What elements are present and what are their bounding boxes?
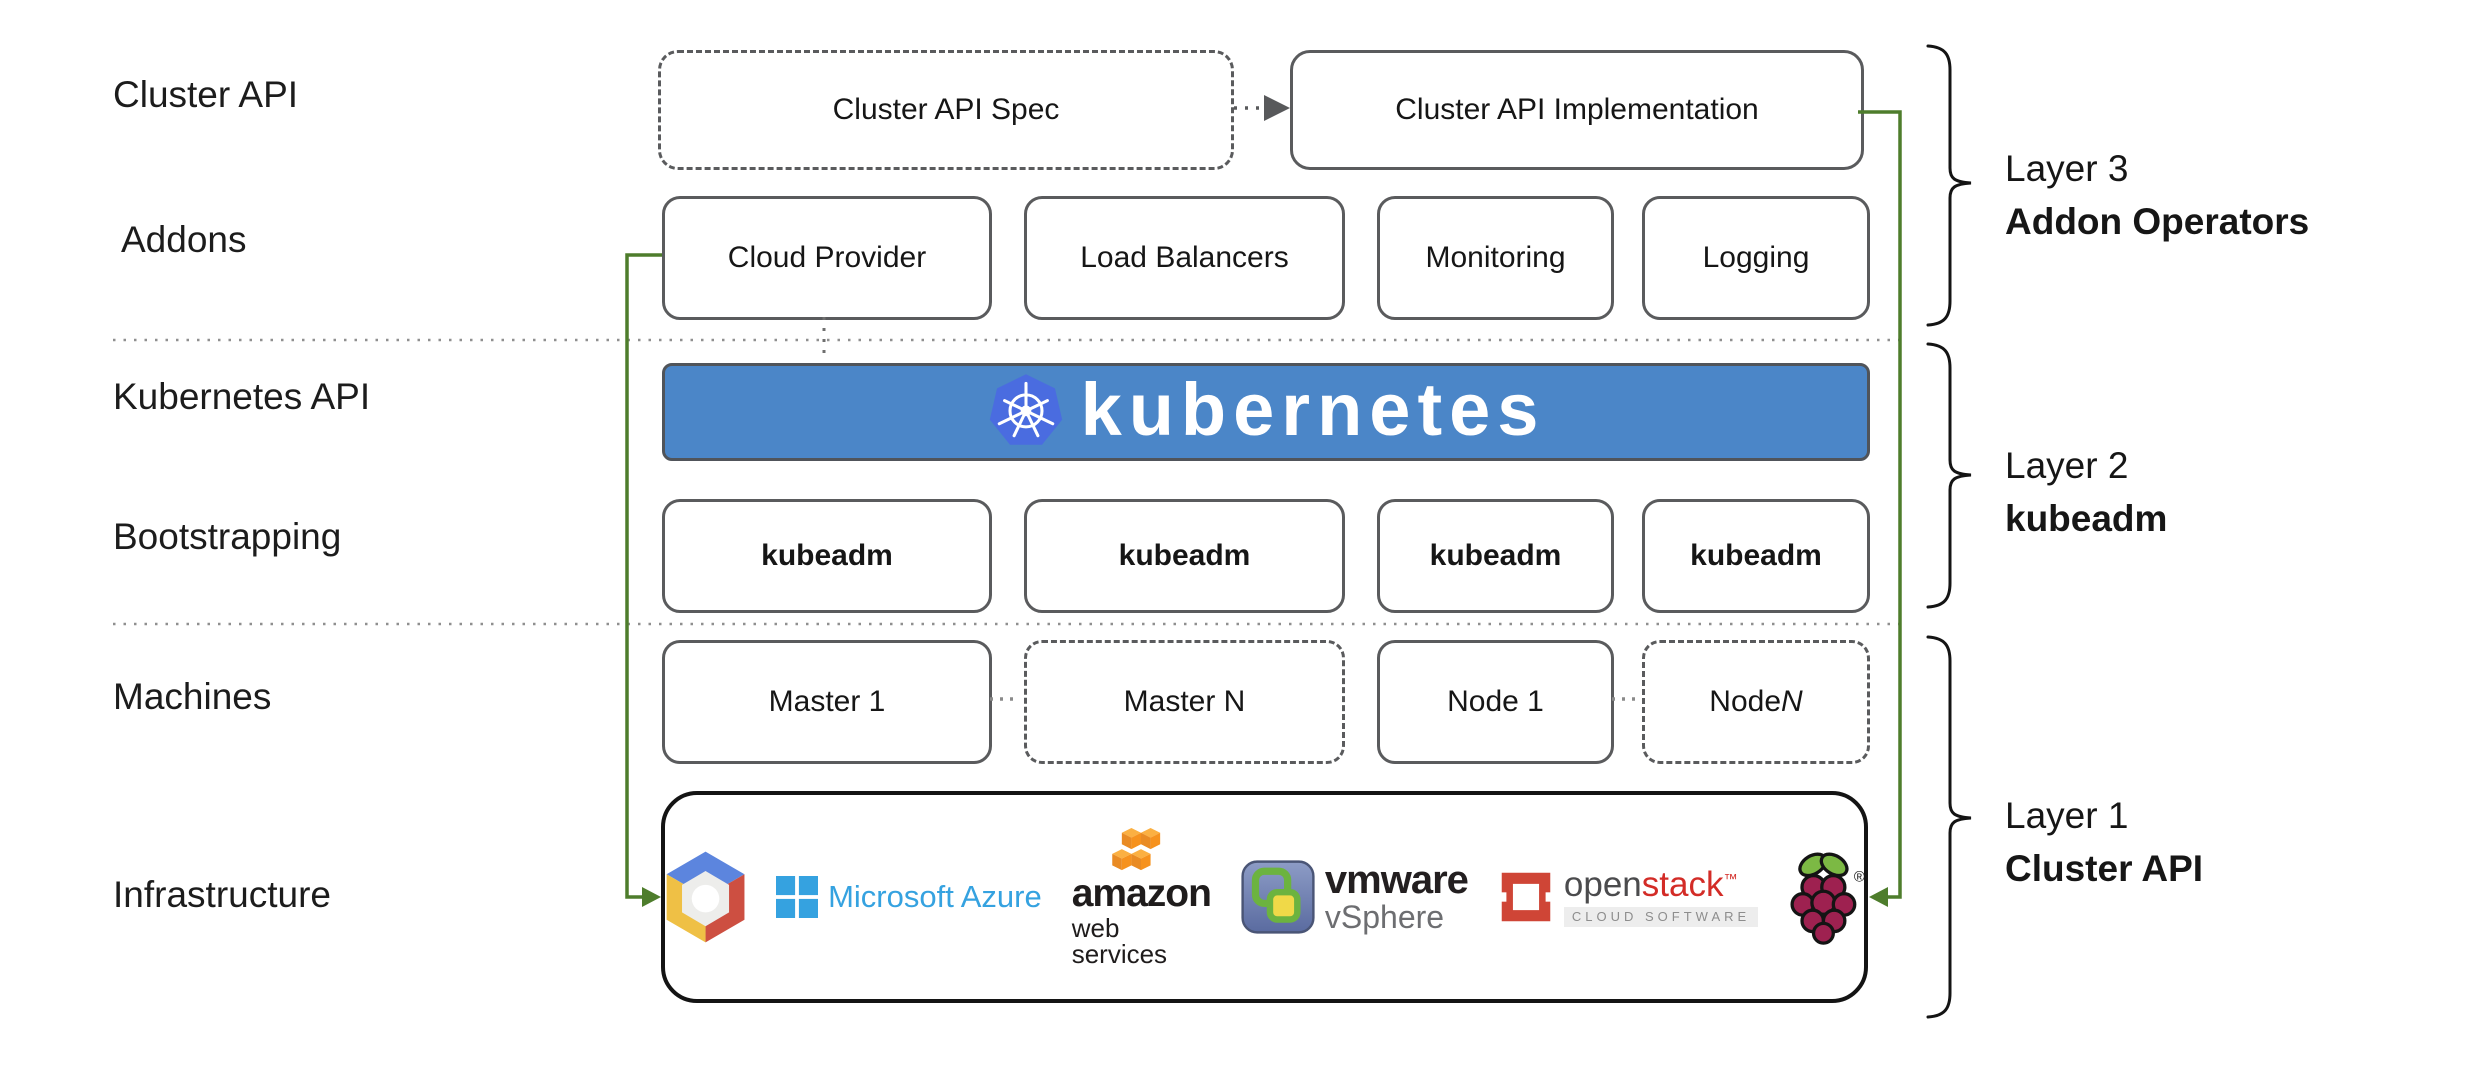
box-master-n: Master N	[1024, 640, 1345, 764]
layer-1-subtitle: Cluster API	[2005, 848, 2204, 889]
box-load-balancers: Load Balancers	[1024, 196, 1345, 320]
row-label-addons: Addons	[121, 219, 247, 260]
kubernetes-wordmark: kubernetes	[1080, 367, 1546, 451]
layer-3-label: Layer 3 Addon Operators	[2005, 142, 2309, 248]
brace-layer-1	[1926, 635, 1972, 1019]
azure-windows-icon	[776, 876, 819, 918]
layer-3-title: Layer 3	[2005, 148, 2129, 189]
vmware-vsphere-icon	[1241, 860, 1315, 934]
box-kubeadm-2: kubeadm	[1024, 499, 1345, 613]
layer-2-label: Layer 2 kubeadm	[2005, 439, 2167, 545]
box-node-n: Node N	[1642, 640, 1870, 764]
openstack-icon	[1497, 872, 1554, 922]
openstack-subtitle: CLOUD SOFTWARE	[1563, 907, 1759, 927]
vsphere-label: vSphere	[1324, 899, 1445, 936]
layer-2-subtitle: kubeadm	[2005, 498, 2168, 539]
box-cluster-api-implementation: Cluster API Implementation	[1290, 50, 1864, 170]
layer-1-label: Layer 1 Cluster API	[2005, 789, 2203, 895]
box-kubeadm-3: kubeadm	[1377, 499, 1614, 613]
aws-logo: amazon web services	[1071, 827, 1212, 969]
node-n-italic: N	[1781, 685, 1803, 718]
green-connector-left	[625, 253, 662, 899]
box-logging: Logging	[1642, 196, 1870, 320]
box-monitoring: Monitoring	[1377, 196, 1614, 320]
spec-to-impl-arrowhead	[1264, 95, 1290, 121]
raspberry-pi-icon: ®	[1790, 852, 1864, 945]
layer-1-title: Layer 1	[2005, 795, 2129, 836]
vmware-label: vmware	[1324, 858, 1469, 903]
azure-label: Microsoft Azure	[828, 879, 1042, 914]
kubernetes-logo-icon	[989, 374, 1062, 445]
openstack-label-stack: stack	[1641, 865, 1724, 905]
row-label-cluster-api: Cluster API	[113, 74, 299, 115]
google-cloud-icon	[666, 851, 745, 943]
box-cloud-provider: Cloud Provider	[662, 196, 992, 320]
aws-label-amazon: amazon	[1071, 871, 1212, 915]
green-connector-left-arrowhead	[642, 887, 661, 907]
row-label-infrastructure: Infrastructure	[113, 874, 331, 915]
layer-3-subtitle: Addon Operators	[2005, 201, 2310, 242]
aws-label-web-services: web services	[1071, 912, 1168, 969]
layer-2-title: Layer 2	[2005, 445, 2129, 486]
brace-layer-3	[1926, 44, 1972, 327]
brace-layer-2	[1926, 342, 1972, 609]
openstack-label-open: open	[1563, 865, 1642, 905]
infrastructure-box: Microsoft Azure	[661, 791, 1868, 1003]
aws-cubes-icon	[1112, 827, 1161, 870]
microsoft-azure-logo: Microsoft Azure	[776, 876, 1042, 918]
green-connector-right-arrowhead	[1869, 887, 1888, 907]
box-cluster-api-spec: Cluster API Spec	[658, 50, 1234, 170]
openstack-tm: ™	[1723, 870, 1738, 887]
box-node-1: Node 1	[1377, 640, 1614, 764]
openstack-logo: openstack™ CLOUD SOFTWARE	[1497, 867, 1759, 927]
box-master-1: Master 1	[662, 640, 992, 764]
box-kubeadm-1: kubeadm	[662, 499, 992, 613]
row-label-kubernetes-api: Kubernetes API	[113, 376, 371, 417]
raspberry-pi-reg-mark: ®	[1854, 869, 1864, 885]
kubernetes-banner: kubernetes	[662, 363, 1870, 461]
vmware-logo: vmware vSphere	[1241, 858, 1469, 936]
row-label-bootstrapping: Bootstrapping	[113, 516, 342, 557]
row-label-machines: Machines	[113, 676, 272, 717]
openstack-label: openstack™	[1564, 867, 1738, 902]
box-kubeadm-4: kubeadm	[1642, 499, 1870, 613]
node-n-label: Node	[1709, 685, 1782, 718]
